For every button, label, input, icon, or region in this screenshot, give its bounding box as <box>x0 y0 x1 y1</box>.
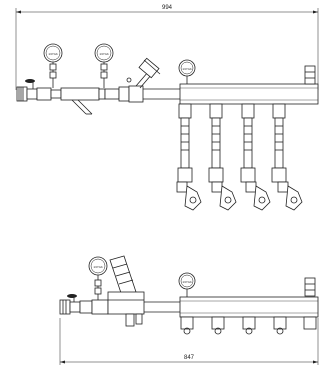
top-outlet-branch-1 <box>176 103 202 211</box>
gauge-3-label: 1/4"Gb <box>182 67 192 71</box>
bottom-dimension: 847 <box>59 318 319 365</box>
top-manifold-pipe <box>143 83 319 105</box>
balancing-valve <box>126 57 161 103</box>
y-strainer <box>60 87 106 115</box>
pressure-reducing-valve <box>91 255 145 327</box>
bottom-gauge-2-label: 1/4"Gb <box>182 280 192 284</box>
gauge-1-label: 1/4"Gb <box>48 52 58 56</box>
top-assembly: 994 1/4"Gb <box>15 5 319 211</box>
bottom-pressure-gauge-2: 1/4"Gb <box>178 272 196 297</box>
top-outlet-branch-3 <box>240 103 271 211</box>
gauge-2-label: 1/4"Gb <box>99 52 109 56</box>
bottom-assembly: 1/4"Gb 1/4"Gb <box>59 255 319 365</box>
top-inlet-fittings <box>16 79 62 102</box>
bottom-inlet-fittings <box>59 294 93 315</box>
bottom-pressure-gauge-1: 1/4"Gb <box>88 256 108 300</box>
bottom-dimension-label: 847 <box>184 355 195 361</box>
inlet-valve-handle <box>25 79 35 83</box>
pressure-gauge-1: 1/4"Gb <box>43 43 63 88</box>
top-dimension-label: 994 <box>162 5 173 11</box>
top-dimension: 994 <box>15 5 319 90</box>
top-outlet-branch-2 <box>208 103 237 211</box>
pressure-gauge-2: 1/4"Gb <box>94 43 114 88</box>
top-air-vent <box>304 65 316 85</box>
bottom-inlet-valve-handle <box>67 294 77 298</box>
bottom-gauge-1-label: 1/4"Gb <box>93 265 103 269</box>
bottom-air-vent <box>304 277 316 297</box>
bottom-outlet-stubs <box>180 316 317 335</box>
top-outlet-branch-4 <box>271 103 303 211</box>
pressure-gauge-3: 1/4"Gb <box>178 59 196 84</box>
bottom-manifold-pipe <box>179 296 319 318</box>
